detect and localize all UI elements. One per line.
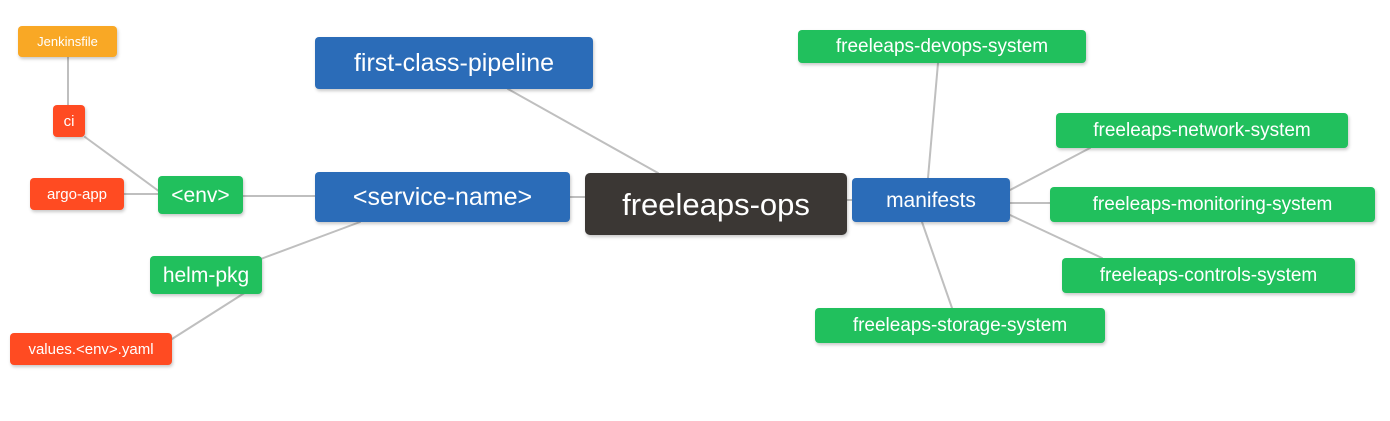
node-first-class-pipeline-label: first-class-pipeline bbox=[353, 48, 555, 77]
node-freeleaps-monitoring-system[interactable]: freeleaps-monitoring-system bbox=[1050, 187, 1375, 222]
node-freeleaps-network-system[interactable]: freeleaps-network-system bbox=[1056, 113, 1348, 148]
node-ci[interactable]: ci bbox=[53, 105, 85, 137]
edge-helmpkg-servicename bbox=[257, 221, 361, 261]
node-argo-app-label: argo-app bbox=[46, 185, 108, 203]
node-root-freeleaps-ops[interactable]: freeleaps-ops bbox=[585, 173, 847, 235]
node-values-env-yaml[interactable]: values.<env>.yaml bbox=[10, 333, 172, 365]
node-freeleaps-controls-system-label: freeleaps-controls-system bbox=[1099, 265, 1318, 286]
node-service-name-label: <service-name> bbox=[352, 182, 533, 211]
node-freeleaps-devops-system[interactable]: freeleaps-devops-system bbox=[798, 30, 1086, 63]
node-first-class-pipeline[interactable]: first-class-pipeline bbox=[315, 37, 593, 89]
node-freeleaps-storage-system-label: freeleaps-storage-system bbox=[852, 315, 1068, 336]
edge-manifests-storagesystem bbox=[921, 221, 953, 309]
node-argo-app[interactable]: argo-app bbox=[30, 178, 124, 210]
node-values-env-yaml-label: values.<env>.yaml bbox=[28, 340, 154, 358]
node-env[interactable]: <env> bbox=[158, 176, 243, 214]
node-root-freeleaps-ops-label: freeleaps-ops bbox=[622, 186, 810, 222]
node-manifests[interactable]: manifests bbox=[852, 178, 1010, 222]
node-freeleaps-storage-system[interactable]: freeleaps-storage-system bbox=[815, 308, 1105, 343]
node-freeleaps-network-system-label: freeleaps-network-system bbox=[1093, 120, 1311, 141]
node-jenkinsfile[interactable]: Jenkinsfile bbox=[18, 26, 117, 57]
edge-manifests-devopssystem bbox=[927, 62, 939, 179]
node-freeleaps-controls-system[interactable]: freeleaps-controls-system bbox=[1062, 258, 1355, 293]
node-service-name[interactable]: <service-name> bbox=[315, 172, 570, 222]
node-manifests-label: manifests bbox=[886, 188, 976, 212]
node-helm-pkg[interactable]: helm-pkg bbox=[150, 256, 262, 294]
node-freeleaps-devops-system-label: freeleaps-devops-system bbox=[835, 36, 1049, 57]
node-helm-pkg-label: helm-pkg bbox=[162, 263, 250, 287]
edge-manifests-networksystem bbox=[1009, 147, 1091, 191]
node-env-label: <env> bbox=[171, 183, 230, 207]
node-freeleaps-monitoring-system-label: freeleaps-monitoring-system bbox=[1092, 194, 1333, 215]
node-ci-label: ci bbox=[63, 112, 75, 130]
node-jenkinsfile-label: Jenkinsfile bbox=[37, 34, 98, 49]
edge-valuesyaml-helmpkg bbox=[171, 291, 247, 340]
edge-firstclasspipeline-root bbox=[507, 88, 659, 174]
